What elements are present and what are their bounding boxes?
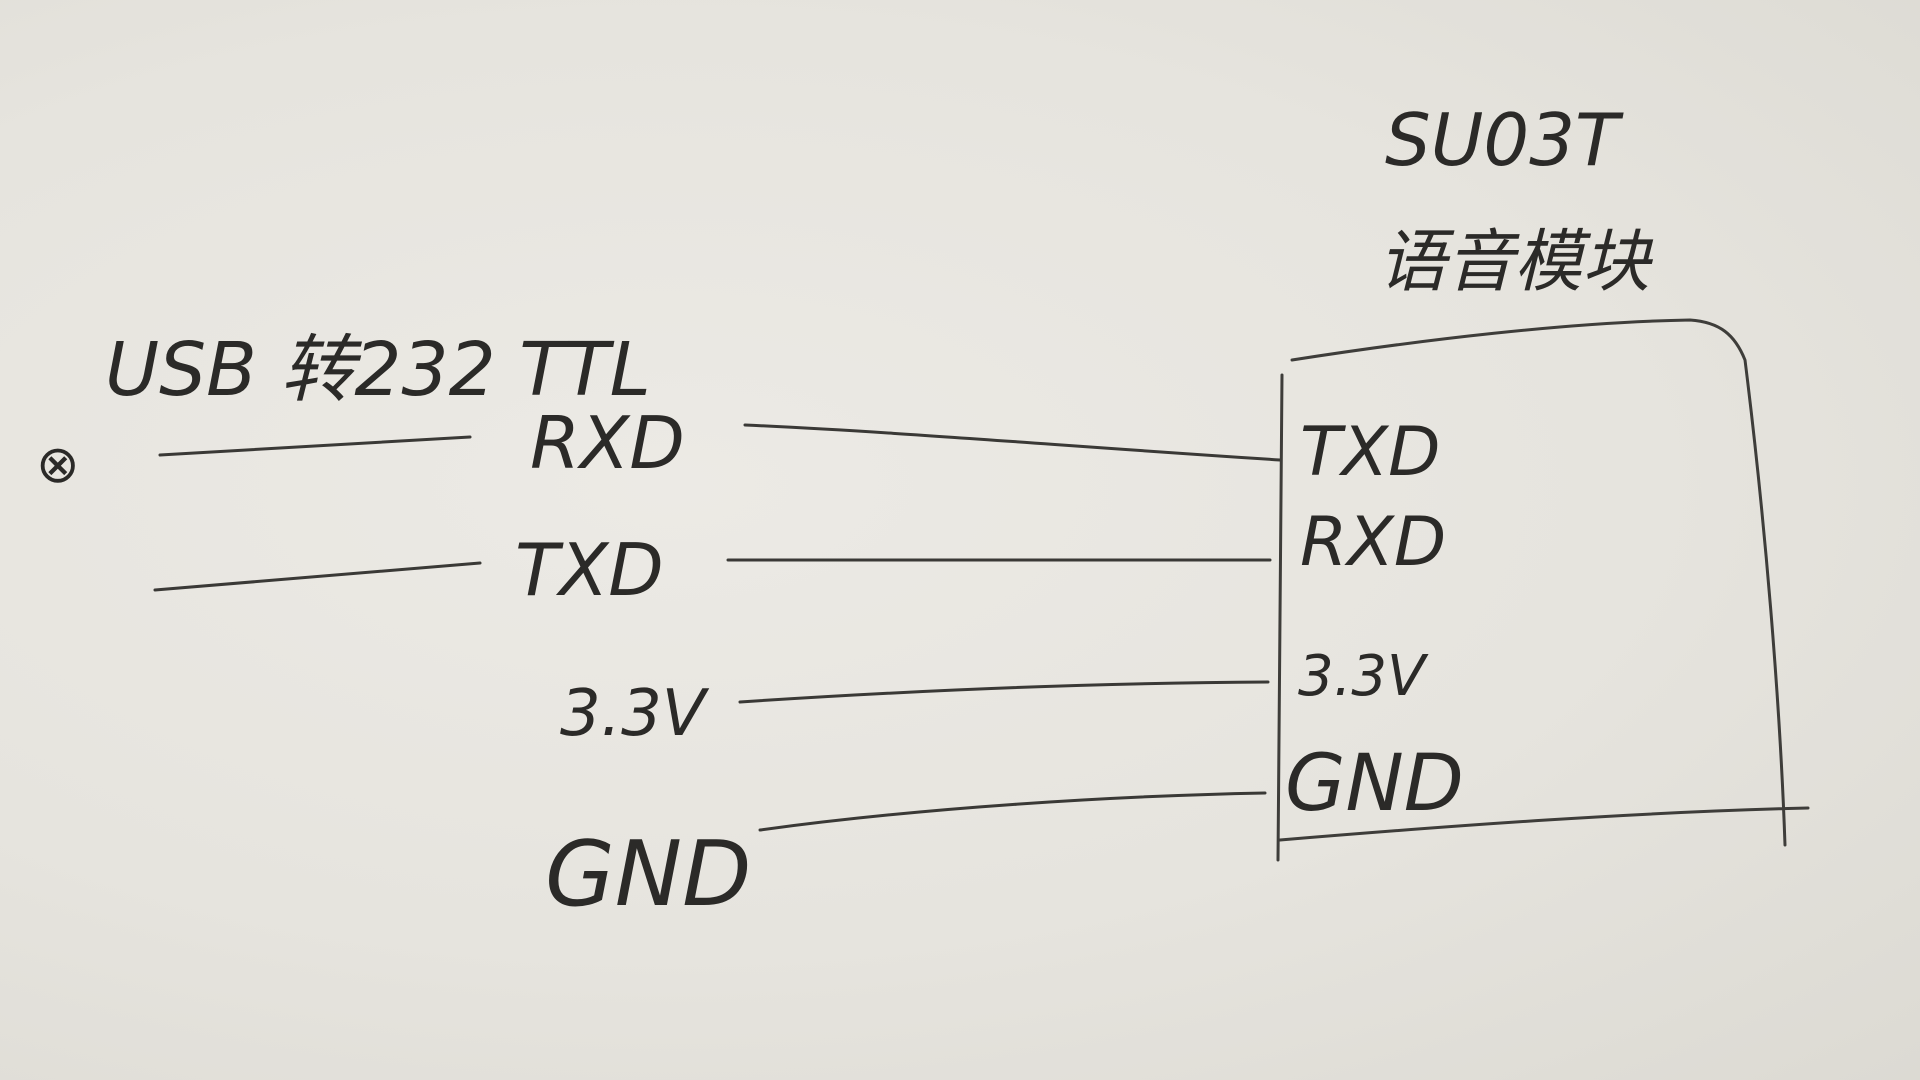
right-pin-3v3: 3.3V <box>1298 644 1429 709</box>
right-pin-rxd: RXD <box>1300 503 1446 582</box>
left-stub-line-1 <box>158 435 472 457</box>
left-pin-3v3: 3.3V <box>560 677 710 751</box>
usb-ttl-title: USB 转232 TTL <box>105 327 651 413</box>
wire-rxd-to-txd <box>743 423 1282 462</box>
unused-pin-marker: ⊗ <box>36 435 80 495</box>
su03t-module-box <box>1276 318 1810 862</box>
right-pin-gnd: GND <box>1285 739 1464 829</box>
wire-gnd-to-gnd <box>758 791 1267 832</box>
left-pin-rxd: RXD <box>530 401 685 485</box>
voice-module-title: 语音模块 <box>1378 223 1654 302</box>
left-pin-gnd: GND <box>545 822 751 927</box>
wire-3v3-to-3v3 <box>738 680 1270 704</box>
left-stub-line-2 <box>153 561 482 592</box>
su03t-title: SU03T <box>1385 98 1624 182</box>
right-pin-txd: TXD <box>1300 413 1440 492</box>
left-pin-txd: TXD <box>515 528 664 612</box>
